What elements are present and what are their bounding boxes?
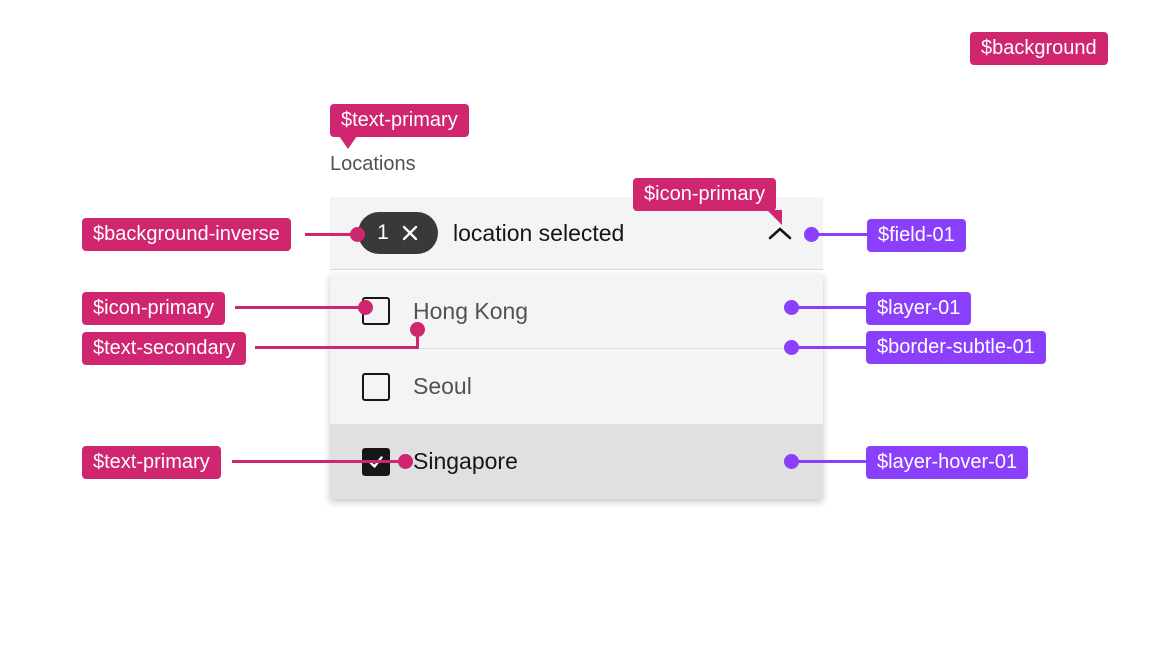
tag-count: 1: [377, 221, 389, 244]
connector-line: [812, 233, 870, 236]
token-label-icon-primary-left: $icon-primary: [82, 292, 226, 325]
token-label-field-01: $field-01: [867, 219, 966, 252]
token-label-border-subtle-01: $border-subtle-01: [866, 331, 1046, 364]
connector-dot: [410, 322, 425, 337]
connector-line: [305, 233, 360, 236]
connector-line: [416, 331, 419, 349]
token-label-background: $background: [970, 32, 1108, 65]
connector-dot: [358, 300, 373, 315]
connector-line: [255, 346, 419, 349]
token-label-text-secondary: $text-secondary: [82, 332, 247, 365]
label-tail: [767, 210, 782, 225]
connector-line: [232, 460, 408, 463]
connector-line: [792, 460, 870, 463]
close-icon[interactable]: [401, 224, 419, 242]
menu-item-hong-kong[interactable]: Hong Kong: [330, 274, 823, 349]
token-label-icon-primary-top: $icon-primary: [633, 178, 777, 211]
label-tail: [339, 136, 357, 149]
chevron-up-icon[interactable]: [767, 226, 793, 241]
connector-dot: [784, 340, 799, 355]
connector-line: [792, 306, 870, 309]
connector-dot: [350, 227, 365, 242]
connector-dot: [398, 454, 413, 469]
connector-dot: [804, 227, 819, 242]
token-label-layer-01: $layer-01: [866, 292, 972, 325]
menu-item-label: Seoul: [413, 373, 472, 399]
menu-item-label: Hong Kong: [413, 297, 529, 324]
selected-count-tag[interactable]: 1: [358, 212, 438, 254]
field-label: Locations: [330, 153, 416, 175]
connector-line: [235, 306, 368, 309]
connector-line: [792, 346, 870, 349]
token-label-text-primary-bottom: $text-primary: [82, 446, 221, 479]
token-label-text-primary-top: $text-primary: [330, 104, 469, 137]
checkbox-unchecked-icon[interactable]: [362, 372, 390, 401]
connector-dot: [784, 454, 799, 469]
token-label-layer-hover-01: $layer-hover-01: [866, 446, 1029, 479]
connector-dot: [784, 300, 799, 315]
field-placeholder-text: location selected: [453, 219, 625, 246]
menu-item-seoul[interactable]: Seoul: [330, 349, 823, 424]
menu-item-label: Singapore: [413, 448, 518, 474]
token-label-background-inverse: $background-inverse: [82, 218, 291, 251]
